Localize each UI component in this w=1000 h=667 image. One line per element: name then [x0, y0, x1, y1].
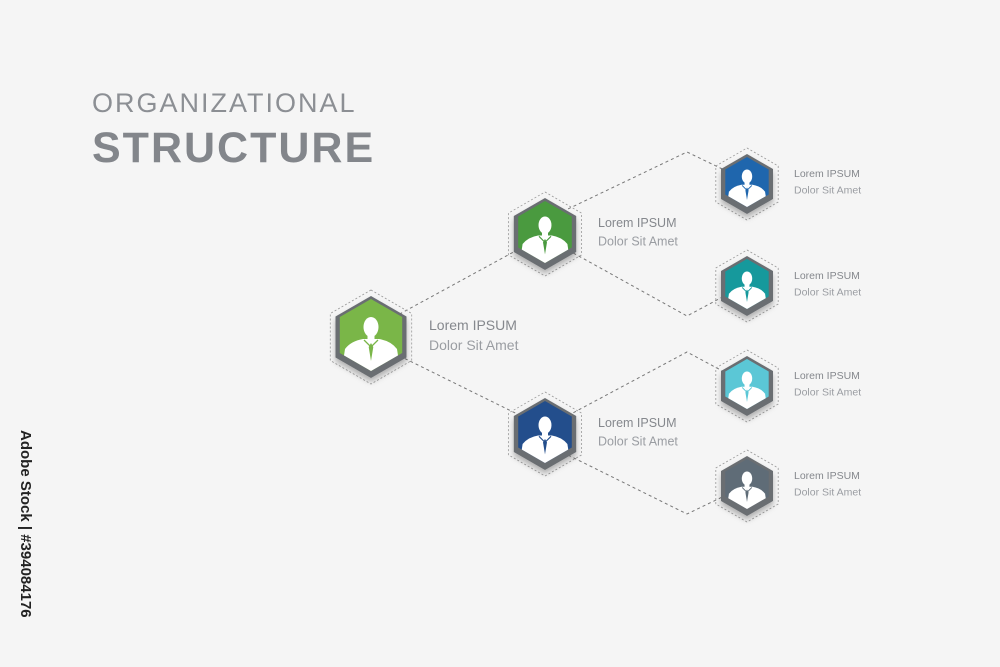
node-title: Lorem IPSUM [794, 470, 860, 482]
node-subtitle: Dolor Sit Amet [598, 435, 678, 449]
node-subtitle: Dolor Sit Amet [794, 487, 861, 499]
connector-mid-top-to-leaf-1 [567, 151, 725, 210]
connector-mid-top-to-leaf-2 [567, 249, 725, 317]
node-subtitle: Dolor Sit Amet [598, 235, 678, 249]
node-root: Lorem IPSUM Dolor Sit Amet [329, 289, 519, 385]
node-subtitle: Dolor Sit Amet [429, 337, 519, 353]
node-mid-top: Lorem IPSUM Dolor Sit Amet [508, 191, 678, 277]
node-title: Lorem IPSUM [429, 317, 517, 333]
node-outline [715, 147, 779, 221]
node-title: Lorem IPSUM [794, 168, 860, 180]
watermark-text: Adobe Stock | #394084176 [17, 430, 34, 618]
node-leaf-2: Lorem IPSUM Dolor Sit Amet [715, 249, 861, 323]
node-title: Lorem IPSUM [794, 270, 860, 282]
node-mid-bottom: Lorem IPSUM Dolor Sit Amet [508, 391, 678, 477]
connector-mid-bottom-to-leaf-4 [567, 454, 725, 515]
stock-watermark: Adobe Stock | #394084176 [10, 430, 34, 640]
connector-root-to-mid-top [399, 249, 518, 315]
node-title: Lorem IPSUM [598, 216, 677, 230]
node-outline [715, 249, 779, 323]
title-line-1: ORGANIZATIONAL [92, 88, 357, 118]
node-subtitle: Dolor Sit Amet [794, 387, 861, 399]
node-title: Lorem IPSUM [598, 416, 677, 430]
node-subtitle: Dolor Sit Amet [794, 287, 861, 299]
node-leaf-4: Lorem IPSUM Dolor Sit Amet [715, 449, 861, 523]
node-subtitle: Dolor Sit Amet [794, 185, 861, 197]
connector-root-to-mid-bottom [399, 355, 518, 415]
node-leaf-3: Lorem IPSUM Dolor Sit Amet [715, 349, 861, 423]
node-outline [715, 449, 779, 523]
connector-mid-bottom-to-leaf-3 [567, 351, 725, 416]
title-line-2: STRUCTURE [92, 124, 376, 172]
node-outline [715, 349, 779, 423]
node-leaf-1: Lorem IPSUM Dolor Sit Amet [715, 147, 861, 221]
node-title: Lorem IPSUM [794, 370, 860, 382]
node-outline [329, 289, 413, 385]
